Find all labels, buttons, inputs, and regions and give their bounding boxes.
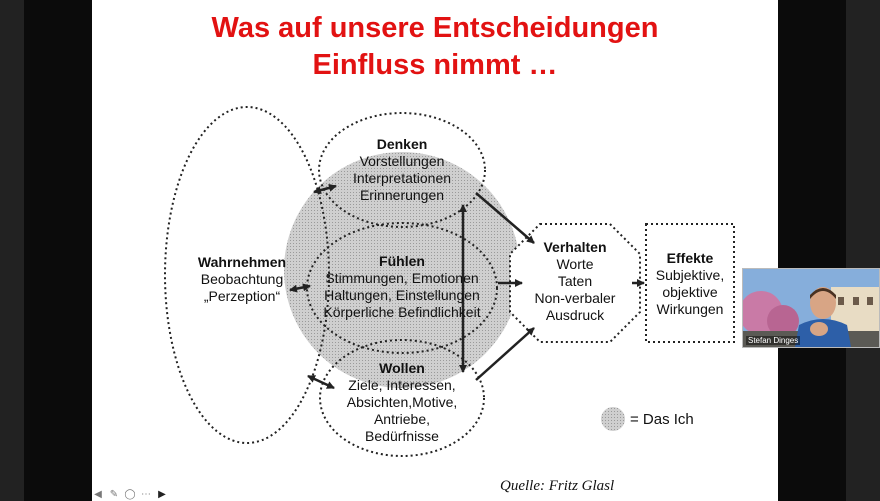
video-feed [743,269,879,347]
wollen-label: Wollen Ziele, Interessen, Absichten,Moti… [332,360,472,445]
denken-line: Vorstellungen [359,153,445,169]
wahrnehmen-label: Wahrnehmen Beobachtung „Perzeption“ [184,254,300,305]
verhalten-line: Worte [556,256,594,272]
right-letterbox [778,0,846,501]
wahrnehmen-line: „Perzeption“ [203,288,281,304]
denken-line: Interpretationen [352,170,452,186]
slide-title: Was auf unsere Entscheidungen Einfluss n… [92,10,778,84]
wollen-heading: Wollen [379,360,425,376]
effekte-heading: Effekte [666,250,714,266]
verhalten-label: Verhalten Worte Taten Non-verbaler Ausdr… [520,239,630,324]
effekte-line: Subjektive, [655,267,725,283]
fuehlen-label: Fühlen Stimmungen, Emotionen Haltungen, … [307,253,497,321]
arrow-left-icon[interactable]: ◀ [94,489,102,500]
wollen-line: Absichten,Motive, [346,394,458,410]
decision-diagram [164,106,735,457]
arrow-denken-verhalten [475,192,535,244]
denken-label: Denken Vorstellungen Interpretationen Er… [332,136,472,204]
arrow-wollen-verhalten [475,327,535,381]
arrow-denken-wahrnehmen [313,183,337,195]
fuehlen-line: Haltungen, Einstellungen [324,287,480,303]
legend-label: = Das Ich [630,411,694,428]
effekte-line: Wirkungen [656,301,724,317]
wollen-line: Antriebe, [373,411,431,427]
slide-title-line2: Einfluss nimmt … [312,49,558,81]
left-letterbox [24,0,92,501]
wahrnehmen-line: Beobachtung [200,271,284,287]
wollen-line: Bedürfnisse [365,428,439,444]
fuehlen-heading: Fühlen [379,253,425,269]
fuehlen-line: Stimmungen, Emotionen [325,270,479,286]
slide-toolbar: ◀ ✎ ◯ ⋯ ▶ [92,489,168,501]
legend-ich-circle [601,407,625,431]
effekte-box [645,223,735,343]
wollen-ellipse [319,339,485,457]
denken-line: Erinnerungen [359,187,445,203]
fuehlen-ellipse [306,222,498,354]
wahrnehmen-heading: Wahrnehmen [197,254,287,270]
verhalten-heading: Verhalten [543,239,607,255]
left-margin [0,0,24,501]
presentation-slide: Was auf unsere Entscheidungen Einfluss n… [92,0,778,501]
verhalten-line: Ausdruck [545,307,605,323]
right-margin [846,0,880,501]
arrow-fuehlen-wahrnehmen [289,283,311,293]
slide-title-line1: Was auf unsere Entscheidungen [211,12,659,44]
more-icon[interactable]: ⋯ [141,489,151,500]
verhalten-line: Non-verbaler [534,290,616,306]
pen-icon[interactable]: ✎ [109,489,119,500]
participant-name: Stefan Dinges [746,336,801,345]
fuehlen-line: Körperliche Befindlichkeit [323,304,481,320]
participant-video[interactable]: Stefan Dinges [742,268,880,348]
source-citation: Quelle: Fritz Glasl [500,478,615,494]
wollen-line: Ziele, Interessen, [348,377,456,393]
effekte-line: objektive [662,284,718,300]
effekte-label: Effekte Subjektive, objektive Wirkungen [648,250,732,318]
arrow-wollen-wahrnehmen [307,374,335,390]
comment-icon[interactable]: ◯ [124,489,136,500]
verhalten-octagon [509,223,641,343]
verhalten-line: Taten [557,273,593,289]
denken-heading: Denken [376,136,428,152]
wahrnehmen-ellipse [164,106,330,444]
arrow-right-icon[interactable]: ▶ [158,489,166,500]
denken-ellipse [318,112,486,228]
